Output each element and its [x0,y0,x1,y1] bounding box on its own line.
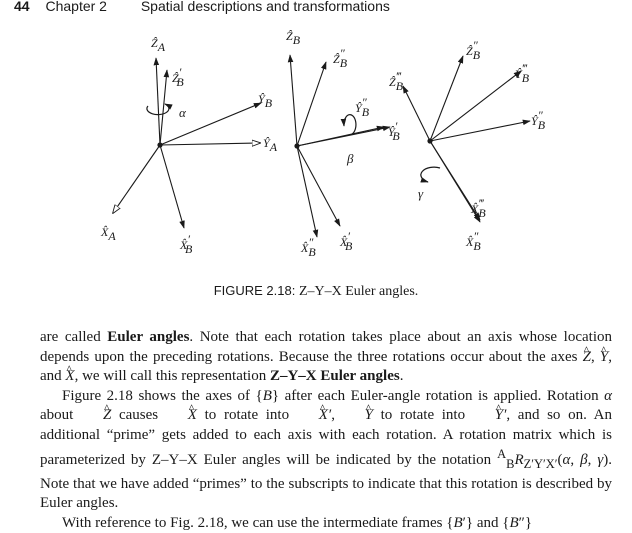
figure-caption: FIGURE 2.18: Z–Y–X Euler angles. [0,283,632,300]
text-run: , [588,452,598,468]
caption-text: Z–Y–X Euler angles. [299,284,418,299]
origin-frame-1 [157,142,162,147]
text-run: about [40,407,81,423]
axis-xb-double [297,146,317,237]
text-run: to rotate into [197,407,297,423]
label-yb-double-3: Ŷ″B [531,108,546,132]
label-yb-double: Ŷ″B [355,95,370,119]
text-run: to rotate into [373,407,473,423]
text-run: R [514,452,523,468]
text-run: ″} [519,515,532,531]
text-run: B [453,515,462,531]
axis-xb-prime [160,145,184,228]
label-yb-prime-1: ŶB [258,92,273,110]
text-run: Z [583,348,591,368]
axis-yb-prime-2 [297,127,390,146]
label-za: ẐA [151,36,166,54]
text-run: Z–Y–X Euler angles [270,368,400,384]
text-run: Y [473,406,503,426]
text-run: B [263,388,272,404]
label-zb-double: Ẑ″B [333,46,348,70]
euler-angles-figure: ẐA Ẑ′B ŶB ŶA X̂A X̂′B ẐB Ẑ″B Ŷ″B Ŷ′B X̂″B X… [0,0,632,290]
label-xa: X̂A [100,225,116,243]
label-xb-double: X̂″B [300,235,316,259]
origin-frame-3 [427,138,432,143]
label-zb-triple: Ẑ‴B [389,69,404,93]
text-run: are called [40,329,107,345]
text-run: ′} and { [463,515,510,531]
origin-frame-2 [294,143,299,148]
text-run: β [580,452,587,468]
label-gamma: γ [418,186,424,201]
label-zb: ẐB [286,29,301,47]
label-xb-prime-2: X̂′B [339,229,353,253]
label-alpha: α [179,105,187,120]
rotation-beta-arrow [344,115,356,134]
text-run: X [166,406,197,426]
caption-label: FIGURE 2.18: [214,283,296,298]
text-run: . [400,368,404,384]
axis-yb-double-3 [430,121,530,141]
axis-za [156,58,160,145]
axis-zb-double [297,62,326,146]
text-run: , we will call this representation [75,368,270,384]
text-run: Z [81,406,111,426]
body-text: are called Euler angles. Note that each … [40,328,612,533]
label-beta: β [346,151,354,166]
text-run: X [65,367,74,387]
label-zb-prime: Ẑ′B [172,65,184,89]
paragraph-3: With reference to Fig. 2.18, we can use … [40,514,612,533]
text-run: , [570,452,580,468]
text-run: Z′Y′X′ [524,457,558,471]
label-xb-triple: X̂‴B [470,196,486,220]
rotation-gamma-arrow [421,167,440,182]
text-run: With reference to Fig. 2.18, we can use … [62,515,453,531]
labels-layer: ẐA Ẑ′B ŶB ŶA X̂A X̂′B ẐB Ẑ″B Ŷ″B Ŷ′B X̂″B X… [100,29,546,259]
text-run: , [591,349,600,365]
axis-yb-prime [160,103,261,145]
label-yb-triple: Ŷ‴B [515,61,530,85]
paragraph-1: are called Euler angles. Note that each … [40,328,612,387]
text-run: α [604,388,612,404]
label-yb-prime-2: Ŷ′B [388,119,400,143]
text-run: , [331,407,342,423]
paragraph-2: Figure 2.18 shows the axes of {B} after … [40,387,612,514]
text-run: B [509,515,518,531]
text-run: A [497,447,506,461]
label-xb-double-3: X̂″B [465,229,481,253]
axis-zb-prime [160,70,167,145]
label-zb-double-3: Ẑ″B [466,38,481,62]
label-xb-prime: X̂′B [179,232,193,256]
axis-xb-prime-2 [297,146,340,226]
label-ya: ŶA [263,136,278,154]
text-run: causes [111,407,165,423]
text-run: X [297,406,328,426]
text-run: Y [600,348,608,368]
axis-zb [290,55,297,146]
axis-ya [160,143,260,145]
axis-zb-triple [403,86,430,141]
text-run: Euler angles [107,329,189,345]
axis-xa [113,145,160,213]
text-run: Y [343,406,373,426]
